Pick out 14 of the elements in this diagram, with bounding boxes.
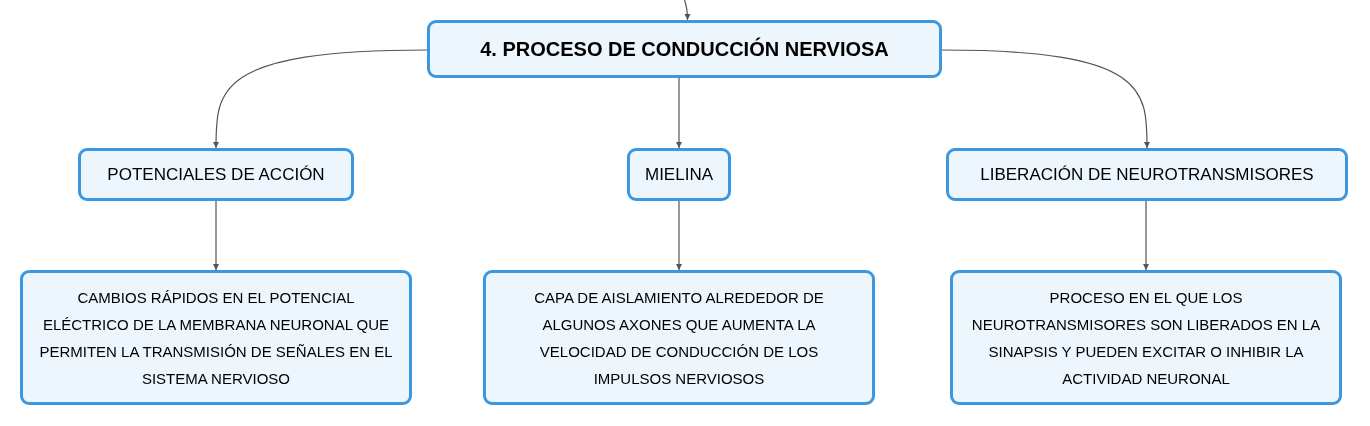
description-box: CAMBIOS RÁPIDOS EN EL POTENCIAL ELÉCTRICO DE LA MEMBRANA NEURONAL QUE PERMITEN LA TRANSMISIÓN DE SEÑALES EN EL SISTEMA NERVIOSO [20, 270, 412, 405]
connector-arrow [676, 77, 682, 149]
connector-arrow [941, 49, 1150, 149]
topic-box: LIBERACIÓN DE NEUROTRANSMISORES [946, 148, 1348, 201]
connector-arrow [213, 200, 219, 271]
connector-arrow [683, 0, 691, 21]
description-box: CAPA DE AISLAMIENTO ALREDEDOR DE ALGUNOS AXONES QUE AUMENTA LA VELOCIDAD DE CONDUCCIÓN DE LOS IMPULSOS NERVIOSOS [483, 270, 875, 405]
connector-arrow [213, 49, 428, 149]
topic-box: 4. PROCESO DE CONDUCCIÓN NERVIOSA [427, 20, 942, 78]
topic-box: MIELINA [627, 148, 731, 201]
description-box: PROCESO EN EL QUE LOS NEUROTRANSMISORES SON LIBERADOS EN LA SINAPSIS Y PUEDEN EXCITAR O INHIBIR LA ACTIVIDAD NEURONAL [950, 270, 1342, 405]
topic-box: POTENCIALES DE ACCIÓN [78, 148, 354, 201]
connector-arrow [1143, 200, 1149, 271]
connector-arrow [676, 200, 682, 271]
